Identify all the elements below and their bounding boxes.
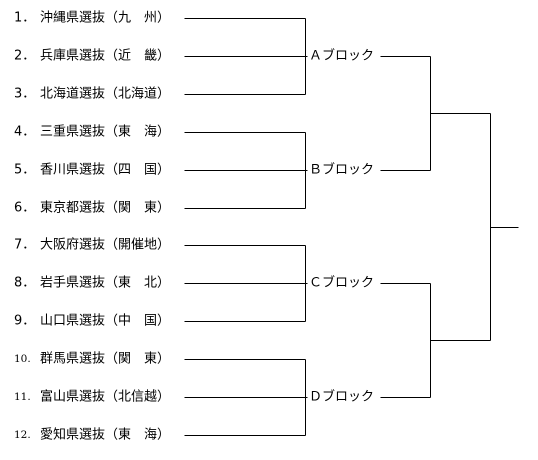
block-label: Ｂブロック [309, 162, 374, 178]
team-name: 三重県選抜（東 海） [40, 124, 170, 140]
team-number: 1． [14, 11, 35, 26]
team-number: 11. [14, 391, 31, 403]
team-number: 5． [14, 163, 35, 178]
team-number: 8． [14, 276, 35, 291]
block-label: Ｃブロック [309, 275, 374, 291]
team-name: 兵庫県選抜（近 畿） [40, 48, 170, 64]
team-name: 愛知県選抜（東 海） [40, 427, 170, 443]
team-name: 東京都選抜（関 東） [40, 200, 170, 216]
team-name: 大阪府選抜（開催地） [40, 237, 170, 253]
team-number: 3． [14, 87, 35, 102]
team-name: 香川県選抜（四 国） [40, 162, 170, 178]
team-name: 沖縄県選抜（九 州） [40, 10, 170, 26]
bracket-labels: 1． 沖縄県選抜（九 州） 2． 兵庫県選抜（近 畿） 3． 北海道選抜（北海道） 4． 三重… [14, 10, 374, 443]
team-number: 2． [14, 49, 35, 64]
team-number: 9． [14, 314, 35, 329]
block-label: Ａブロック [309, 48, 374, 64]
team-name: 北海道選抜（北海道） [40, 86, 170, 102]
bracket-lines [184, 18, 519, 436]
team-name: 群馬県選抜（関 東） [40, 351, 170, 367]
team-number: 4． [14, 125, 35, 140]
team-number: 12. [14, 429, 31, 441]
team-name: 山口県選抜（中 国） [40, 313, 170, 329]
team-number: 6． [14, 201, 35, 216]
team-number: 7． [14, 238, 35, 253]
block-label: Ｄブロック [309, 389, 374, 405]
team-number: 10. [14, 353, 31, 365]
team-name: 富山県選抜（北信越） [40, 389, 170, 405]
team-name: 岩手県選抜（東 北） [40, 275, 170, 291]
